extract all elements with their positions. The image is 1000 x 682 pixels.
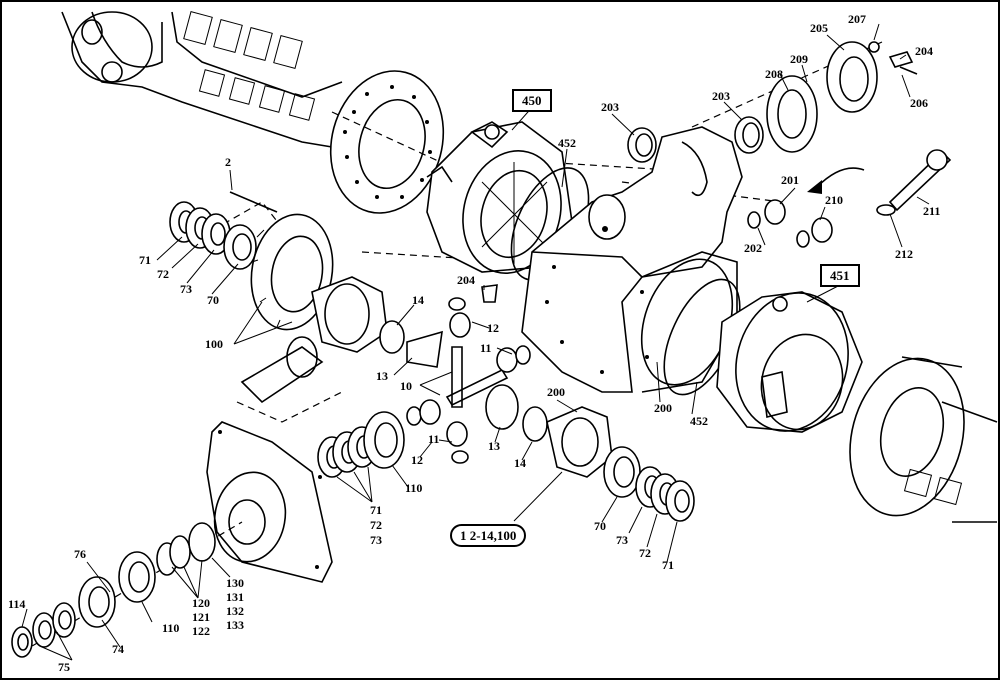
callout-71-middle: 71 [370,503,382,517]
callout-12-lower: 12 [411,453,423,467]
callout-110-middle: 110 [405,481,423,495]
callout-451: 451 [820,264,860,287]
callout-10: 10 [400,379,412,393]
callout-14-upper: 14 [412,293,424,307]
pinion-bearings [317,411,695,522]
callout-201: 201 [781,173,799,187]
callout-208: 208 [765,67,783,81]
callout-205: 205 [810,21,828,35]
callout-203-left: 203 [601,100,619,114]
callout-72-middle: 72 [370,518,382,532]
callout-11-lower: 11 [428,432,440,446]
callout-14-lower: 14 [514,456,526,470]
callout-452-lower: 452 [690,414,708,428]
callout-450: 450 [512,89,552,112]
callout-212: 212 [895,247,913,261]
callout-207: 207 [848,12,866,26]
callout-210: 210 [825,193,843,207]
callout-70-right: 70 [594,519,606,533]
shaft-parts [11,521,243,658]
leader-lines [21,23,930,661]
callout-121: 121 [192,610,210,624]
callout-70-left: 70 [207,293,219,307]
callout-13-upper: 13 [376,369,388,383]
callout-11-upper: 11 [480,341,492,355]
callout-211: 211 [923,204,941,218]
callout-131: 131 [226,590,244,604]
callout-200-right: 200 [654,401,672,415]
left-axle-housing [61,11,445,214]
callout-203-right: 203 [712,89,730,103]
right-axle-housing [849,356,998,523]
housing-450 [426,121,573,274]
upper-right-parts [627,41,952,248]
callout-13-lower: 13 [488,439,500,453]
callout-133: 133 [226,618,244,632]
callout-132: 132 [226,604,244,618]
callout-73-left: 73 [180,282,192,296]
callout-204-lower: 204 [457,273,475,287]
callout-209: 209 [790,52,808,66]
callout-73-right: 73 [616,533,628,547]
ring-gear-group [169,191,443,423]
callout-74: 74 [112,642,124,656]
callout-110-lower: 110 [162,621,180,635]
callout-75: 75 [58,660,70,674]
housing-451 [716,291,863,433]
callout-206: 206 [910,96,928,110]
pinion-cover [206,421,333,583]
callout-120: 120 [192,596,210,610]
differential-parts [406,284,613,478]
callout-200-center: 200 [547,385,565,399]
callout-130: 130 [226,576,244,590]
callout-452-upper: 452 [558,136,576,150]
callout-114: 114 [8,597,26,611]
callout-2: 2 [225,155,231,169]
callout-71-right: 71 [662,558,674,572]
assembly-callout: 1 2-14,100 [450,524,527,547]
callout-122: 122 [192,624,210,638]
callout-100: 100 [205,337,223,351]
callout-72-right: 72 [639,546,651,560]
callout-202: 202 [744,241,762,255]
callout-72-left: 72 [157,267,169,281]
callout-204-upper: 204 [915,44,933,58]
callout-12-upper: 12 [487,321,499,335]
callout-71-left: 71 [139,253,151,267]
callout-76: 76 [74,547,86,561]
callout-73-middle: 73 [370,533,382,547]
